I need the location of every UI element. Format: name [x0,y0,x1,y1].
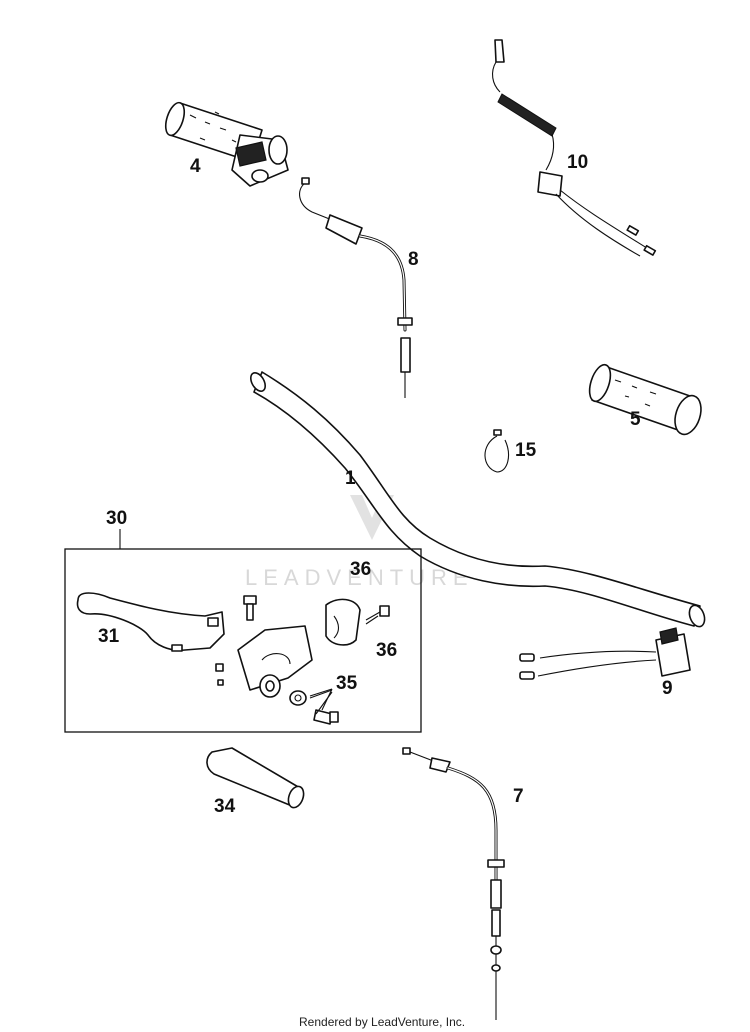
handlebar[interactable] [248,370,708,628]
callout-35: 35 [336,673,358,694]
kill-switch-tether[interactable] [491,39,657,257]
callout-9: 9 [662,678,673,699]
callout-31: 31 [98,626,120,647]
washer-and-screw[interactable] [289,689,339,725]
callout-1: 1 [345,468,356,489]
watermark-text: LEADVENTURE [245,565,474,590]
callout-36-lower: 36 [376,640,397,661]
callout-34: 34 [214,796,236,817]
bolt-upper[interactable] [243,595,257,621]
clutch-cable[interactable] [402,747,505,1020]
callout-10: 10 [567,152,588,173]
clutch-lever[interactable] [76,592,225,652]
left-grip[interactable] [586,362,706,438]
throttle-cable[interactable] [299,177,413,398]
cable-tie[interactable] [484,429,509,473]
perch-clamp[interactable] [325,598,361,646]
callout-36-upper: 36 [350,559,371,580]
callout-5: 5 [630,409,641,430]
callout-8: 8 [408,249,419,270]
callout-15: 15 [515,440,537,461]
callout-7: 7 [513,786,524,807]
clutch-lever-assembly[interactable] [64,529,422,733]
lever-boot[interactable] [206,747,306,810]
footer-credit: Rendered by LeadVenture, Inc. [299,1015,465,1029]
callout-30: 30 [106,508,127,529]
throttle-grip-assembly[interactable] [162,100,289,187]
bolt-right[interactable] [365,605,390,625]
lever-perch[interactable] [215,625,313,698]
engine-stop-switch[interactable] [519,627,691,680]
callout-4: 4 [190,156,201,177]
